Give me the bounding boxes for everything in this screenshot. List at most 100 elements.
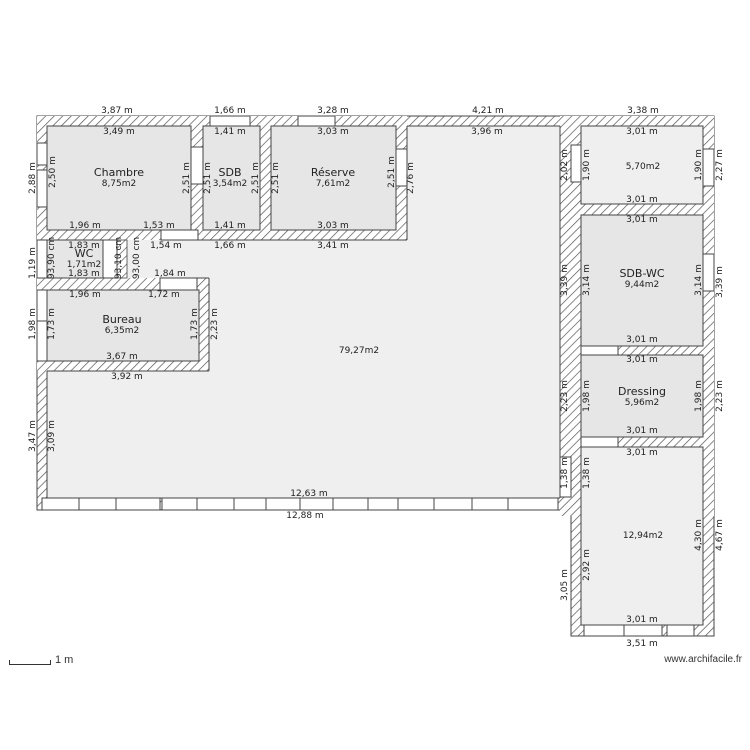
svg-text:3,01 m: 3,01 m [626,615,658,625]
svg-text:4,67 m: 4,67 m [715,519,725,551]
svg-text:2,51 m: 2,51 m [387,156,397,188]
svg-text:2,88 m: 2,88 m [28,162,38,194]
window-ne [702,148,715,187]
door-ne [570,144,582,183]
svg-text:93,90 cm: 93,90 cm [47,237,57,279]
room-name-sdb-wc: SDB-WC [619,267,664,280]
svg-text:2,51 m: 2,51 m [203,162,213,194]
svg-text:3,03 m: 3,03 m [317,221,349,231]
rooms [37,116,714,626]
room-reserve [270,125,397,231]
room-area-dressing: 5,96m2 [625,398,660,408]
svg-text:2,23 m: 2,23 m [560,380,570,412]
room-bureau [46,289,200,362]
window-bureau-2 [36,320,48,362]
svg-text:1,41 m: 1,41 m [214,127,246,137]
svg-text:93,00 cm: 93,00 cm [132,237,142,279]
room-area-sdb: 3,54m2 [213,179,248,189]
svg-text:3,01 m: 3,01 m [626,355,658,365]
svg-text:3,41 m: 3,41 m [317,241,349,251]
svg-text:3,01 m: 3,01 m [626,426,658,436]
svg-text:1,84 m: 1,84 m [154,269,186,279]
room-area-reserve: 7,61m2 [316,179,351,189]
svg-text:4,21 m: 4,21 m [472,106,504,116]
svg-text:2,02 m: 2,02 m [560,149,570,181]
svg-text:1,98 m: 1,98 m [694,380,704,412]
room-name-bureau: Bureau [102,313,141,326]
svg-text:3,14 m: 3,14 m [582,264,592,296]
svg-text:3,09 m: 3,09 m [47,420,57,452]
svg-text:12,63 m: 12,63 m [290,489,327,499]
room-dressing [580,354,704,438]
svg-text:3,96 m: 3,96 m [471,127,503,137]
svg-text:93,10 cm: 93,10 cm [114,237,124,279]
room-name-sdb: SDB [219,166,242,179]
credit-link[interactable]: www.archifacile.fr [664,654,742,665]
svg-text:3,01 m: 3,01 m [626,215,658,225]
door-dressing [580,436,619,448]
svg-text:1,90 m: 1,90 m [582,149,592,181]
svg-text:3,39 m: 3,39 m [715,266,725,298]
svg-text:3,67 m: 3,67 m [106,352,138,362]
door-chambre-bottom [160,229,199,241]
door-reserve [395,148,408,187]
svg-text:3,01 m: 3,01 m [626,127,658,137]
svg-text:1,98 m: 1,98 m [28,308,38,340]
door-sdbwc [580,345,619,356]
svg-text:2,23 m: 2,23 m [715,380,725,412]
svg-text:3,28 m: 3,28 m [317,106,349,116]
room-name-wc: WC [75,247,94,260]
window-reserve [297,115,336,127]
room-chambre [46,125,192,231]
svg-text:1,38 m: 1,38 m [560,457,570,489]
svg-text:1,66 m: 1,66 m [214,106,246,116]
svg-text:1,96 m: 1,96 m [69,221,101,231]
door-chambre [190,146,204,185]
dimensions-vertical: 2,88 m 2,50 m 2,51 m 2,51 m 2,51 m 2,51 … [28,149,725,601]
window-wc [36,239,48,279]
svg-text:1,98 m: 1,98 m [582,380,592,412]
svg-text:2,76 m: 2,76 m [406,162,416,194]
room-area-se: 12,94m2 [623,531,663,541]
svg-text:3,01 m: 3,01 m [626,448,658,458]
scale-bar [9,660,51,665]
window-sdbwc [702,253,715,292]
door-se [559,456,572,498]
room-name-chambre: Chambre [94,166,144,179]
door-wc [102,239,118,279]
svg-text:1,19 m: 1,19 m [28,247,38,279]
window-sdb [209,115,251,127]
svg-text:1,54 m: 1,54 m [150,241,182,251]
svg-text:2,51 m: 2,51 m [182,162,192,194]
room-name-reserve: Réserve [311,166,355,179]
svg-text:1,90 m: 1,90 m [694,149,704,181]
svg-text:1,53 m: 1,53 m [143,221,175,231]
svg-text:2,51 m: 2,51 m [271,162,281,194]
svg-text:1,83 m: 1,83 m [68,241,100,251]
room-name-dressing: Dressing [618,385,666,398]
svg-text:1,41 m: 1,41 m [214,221,246,231]
svg-text:3,38 m: 3,38 m [627,106,659,116]
svg-text:3,47 m: 3,47 m [28,420,38,452]
svg-text:12,88 m: 12,88 m [286,511,323,521]
scale-label: 1 m [55,654,74,666]
room-sdb [202,125,261,231]
room-labels: Chambre 8,75m2 SDB 3,54m2 Réserve 7,61m2… [67,162,666,541]
svg-text:3,05 m: 3,05 m [560,569,570,601]
window-chambre-1 [36,142,48,166]
svg-text:3,39 m: 3,39 m [560,264,570,296]
room-area-bureau: 6,35m2 [105,326,140,336]
room-se [580,446,704,626]
svg-text:2,51 m: 2,51 m [251,162,261,194]
svg-text:3,01 m: 3,01 m [626,195,658,205]
svg-text:3,49 m: 3,49 m [103,127,135,137]
openings [36,115,715,637]
room-area-sdb-wc: 9,44m2 [625,280,660,290]
window-bureau-1 [36,289,48,322]
svg-text:1,72 m: 1,72 m [148,290,180,300]
dimensions-horizontal: 3,87 m 1,66 m 3,28 m 4,21 m 3,38 m 3,49 … [68,106,659,649]
room-sdb-wc [580,214,704,347]
svg-text:3,01 m: 3,01 m [626,335,658,345]
svg-text:4,30 m: 4,30 m [694,519,704,551]
svg-text:1,73 m: 1,73 m [47,308,57,340]
